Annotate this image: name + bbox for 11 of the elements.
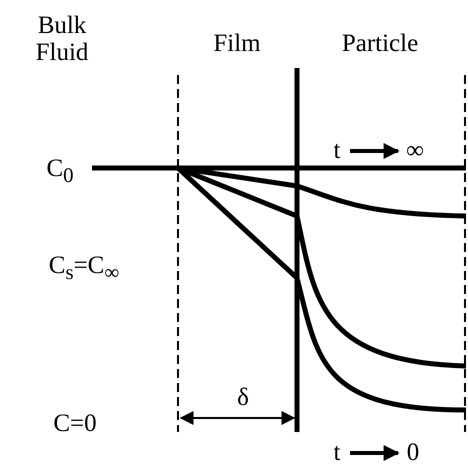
thickness-label: δ xyxy=(236,384,250,411)
concentration-label: C=0 xyxy=(52,410,98,437)
time-label: t xyxy=(332,439,342,466)
concentration-label: C$_{0}$ xyxy=(45,155,75,189)
time-label: ∞ xyxy=(405,137,425,164)
region-label: Bulk Fluid xyxy=(34,12,90,66)
time-label: t xyxy=(332,137,342,164)
time-label: 0 xyxy=(406,439,420,466)
concentration-label: C$_{s}$=C$_{∞}$ xyxy=(48,252,120,286)
region-label: Film xyxy=(212,30,262,57)
region-label: Particle xyxy=(340,30,420,57)
